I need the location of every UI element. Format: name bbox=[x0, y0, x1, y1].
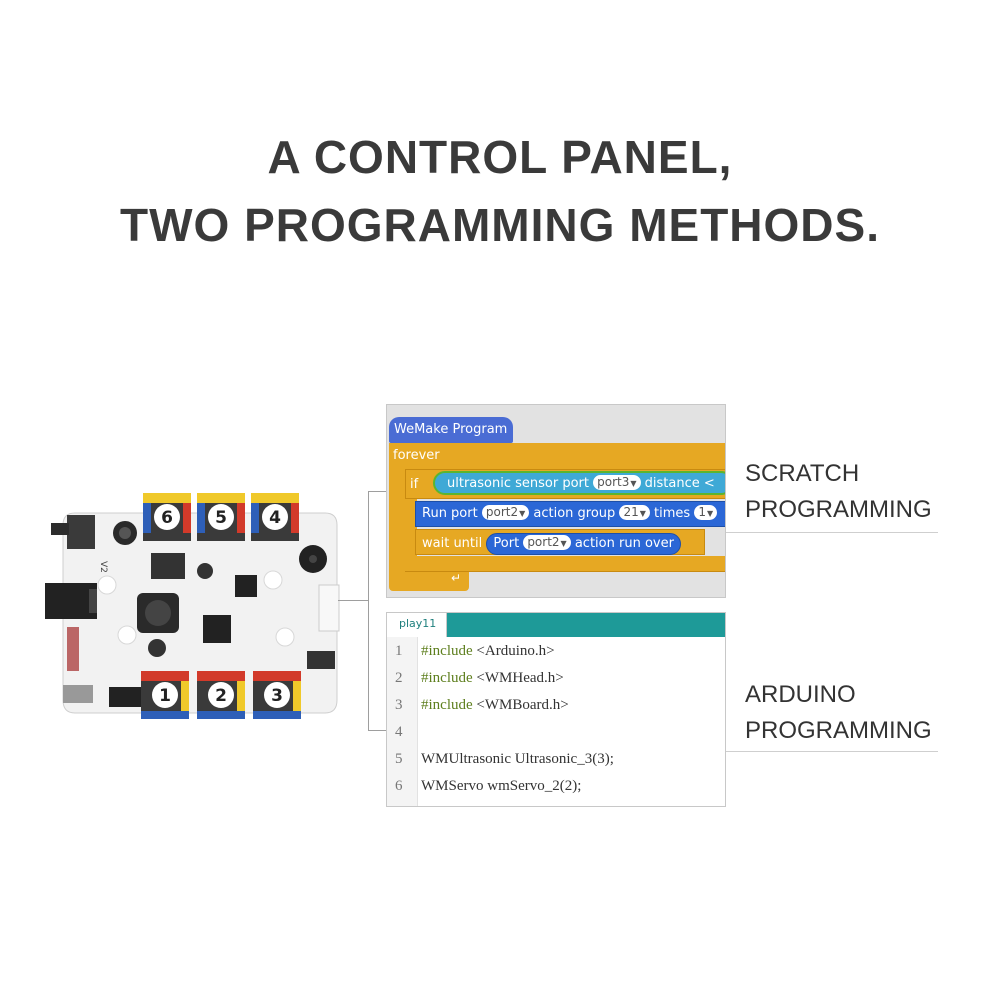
dropdown-arrow-icon: ▼ bbox=[560, 539, 567, 548]
scratch-code-panel: forever WeMake Program if ultrasonic sen… bbox=[386, 404, 726, 598]
port-reporter-suffix: action run over bbox=[574, 536, 674, 551]
code-text: WMServo wmServo_2(2); bbox=[421, 778, 582, 794]
program-hat-label: WeMake Program bbox=[394, 422, 508, 437]
condition-prefix: ultrasonic sensor port bbox=[447, 476, 589, 491]
headline-line-1: A CONTROL PANEL, bbox=[267, 131, 733, 183]
times-label: times bbox=[654, 506, 691, 521]
run-action-block[interactable]: Run port port2▼ action group 21▼ times 1… bbox=[415, 501, 725, 527]
connector-line-main bbox=[338, 600, 368, 601]
connector-line-top bbox=[368, 491, 386, 492]
code-line[interactable]: 6 WMServo wmServo_2(2); bbox=[387, 778, 725, 802]
port-2: 2 bbox=[197, 671, 245, 719]
code-text: <Arduino.h> bbox=[472, 643, 555, 659]
port-reporter-prefix: Port bbox=[493, 536, 520, 551]
program-hat-block[interactable]: WeMake Program bbox=[389, 417, 513, 443]
if-block-foot bbox=[405, 556, 725, 572]
times-dropdown[interactable]: 1▼ bbox=[694, 505, 718, 520]
code-line[interactable]: 1 #include <Arduino.h> bbox=[387, 643, 725, 667]
code-text: WMUltrasonic Ultrasonic_3(3); bbox=[421, 751, 614, 767]
wait-port-dropdown[interactable]: port2▼ bbox=[523, 535, 571, 550]
scratch-label-line1: SCRATCH bbox=[745, 460, 860, 487]
run-port-dropdown[interactable]: port2▼ bbox=[481, 505, 530, 520]
arduino-label-rule bbox=[726, 751, 938, 752]
wait-prefix: wait until bbox=[422, 536, 483, 551]
if-label: if bbox=[410, 477, 419, 492]
condition-suffix: distance bbox=[644, 476, 700, 491]
port-label-4: 4 bbox=[269, 508, 281, 528]
arduino-label-line1: ARDUINO bbox=[745, 681, 856, 708]
code-line[interactable]: 3 #include <WMBoard.h> bbox=[387, 697, 725, 721]
port-action-reporter[interactable]: Port port2▼ action run over bbox=[486, 533, 681, 555]
dropdown-arrow-icon: ▼ bbox=[706, 509, 714, 518]
line-number-gutter bbox=[387, 637, 418, 806]
dropdown-arrow-icon: ▼ bbox=[519, 509, 526, 518]
condition-trail: < bbox=[703, 476, 715, 491]
code-line[interactable]: 2 #include <WMHead.h> bbox=[387, 670, 725, 694]
code-line[interactable]: 4 bbox=[387, 724, 725, 748]
port-label-3: 3 bbox=[271, 686, 283, 706]
port-label-2: 2 bbox=[215, 686, 227, 706]
port-label-1: 1 bbox=[159, 686, 171, 706]
line-number: 1 bbox=[395, 643, 403, 659]
wait-until-block[interactable]: wait until Port port2▼ action run over bbox=[415, 529, 705, 555]
code-text: <WMHead.h> bbox=[472, 670, 564, 686]
forever-label: forever bbox=[393, 448, 440, 463]
connector-line-vertical bbox=[368, 491, 369, 731]
headline-line-2: TWO PROGRAMMING METHODS. bbox=[120, 199, 880, 251]
line-number: 2 bbox=[395, 670, 403, 686]
line-number: 4 bbox=[395, 724, 403, 740]
code-keyword: #include bbox=[421, 670, 473, 686]
scratch-programming-label: SCRATCH PROGRAMMING bbox=[745, 456, 932, 528]
condition-port-dropdown[interactable]: port3▼ bbox=[593, 475, 641, 490]
tab-play11[interactable]: play11 bbox=[387, 613, 447, 637]
port-label-6: 6 bbox=[161, 508, 173, 528]
if-block-arm bbox=[405, 499, 417, 559]
dropdown-arrow-icon: ▼ bbox=[639, 509, 646, 518]
line-number: 3 bbox=[395, 697, 403, 713]
arduino-label-line2: PROGRAMMING bbox=[745, 717, 932, 744]
scratch-label-rule bbox=[726, 532, 938, 533]
dropdown-arrow-icon: ▼ bbox=[630, 479, 637, 488]
line-number: 6 bbox=[395, 778, 403, 794]
run-middle: action group bbox=[533, 506, 616, 521]
code-line[interactable]: 5 WMUltrasonic Ultrasonic_3(3); bbox=[387, 751, 725, 775]
connector-line-bottom bbox=[368, 730, 386, 731]
forever-block[interactable]: forever bbox=[389, 443, 725, 469]
control-board-image: 6 5 4 1 2 3 V2 bbox=[45, 493, 340, 719]
port-5: 5 bbox=[197, 493, 245, 541]
arduino-code-panel: play11 1 #include <Arduino.h> 2 #include… bbox=[386, 612, 726, 807]
code-keyword: #include bbox=[421, 697, 473, 713]
port-1: 1 bbox=[141, 671, 189, 719]
port-4: 4 bbox=[251, 493, 299, 541]
code-keyword: #include bbox=[421, 643, 473, 659]
code-text: <WMBoard.h> bbox=[472, 697, 569, 713]
ultrasonic-condition-block[interactable]: ultrasonic sensor port port3▼ distance < bbox=[433, 471, 725, 495]
line-number: 5 bbox=[395, 751, 403, 767]
port-3: 3 bbox=[253, 671, 301, 719]
port-6: 6 bbox=[143, 493, 191, 541]
scratch-label-line2: PROGRAMMING bbox=[745, 496, 932, 523]
loop-arrow-icon: ↵ bbox=[451, 571, 462, 585]
forever-block-foot bbox=[389, 569, 469, 591]
run-prefix: Run port bbox=[422, 506, 478, 521]
port-label-5: 5 bbox=[215, 508, 227, 528]
forever-block-arm bbox=[389, 469, 405, 575]
action-group-dropdown[interactable]: 21▼ bbox=[619, 505, 650, 520]
arduino-programming-label: ARDUINO PROGRAMMING bbox=[745, 677, 932, 749]
board-version-mark: V2 bbox=[98, 561, 108, 573]
